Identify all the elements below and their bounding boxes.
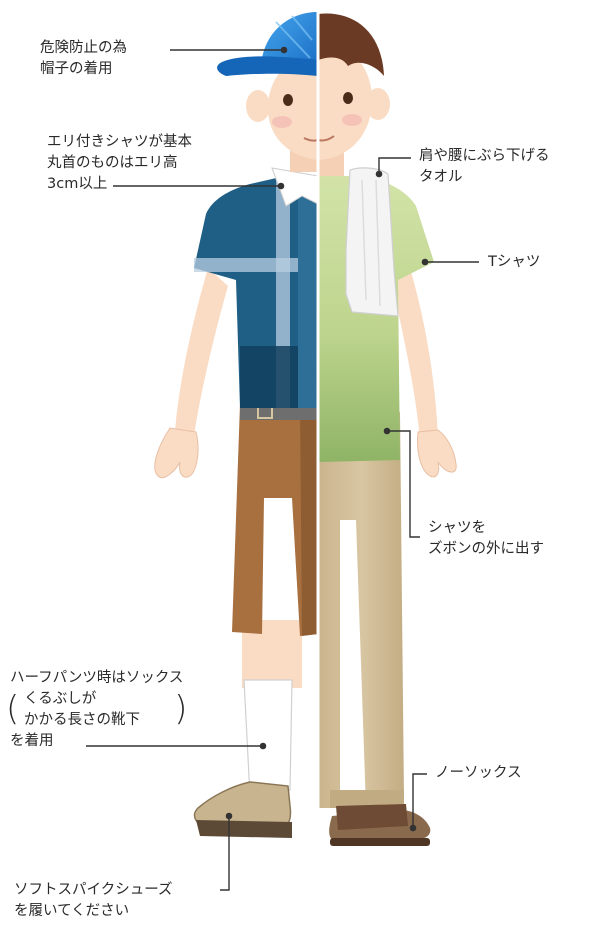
callout-collar: エリ付きシャツが基本 丸首のものはエリ高 3cm以上: [47, 132, 192, 195]
long-chino-pants: [318, 412, 404, 808]
leader-nosocks: [412, 773, 427, 826]
left-hand: [154, 427, 199, 478]
callout-nosocks-line1: ノーソックス: [435, 765, 522, 781]
hanging-towel: [345, 167, 399, 317]
left-arm: [175, 268, 228, 436]
callout-collar-line1: エリ付きシャツが基本: [47, 134, 192, 150]
callout-halfpants: ハーフパンツ時はソックス ( くるぶしが かかる長さの靴下 ) を着用: [6, 668, 188, 752]
callout-tshirt: Tシャツ: [488, 252, 540, 273]
shoe-sole: [196, 820, 292, 838]
polo-collar: [271, 167, 319, 207]
callout-halfpants-paren-line1: くるぶしが: [24, 691, 97, 707]
right-arm: [392, 268, 438, 440]
callout-untucked: シャツを ズボンの外に出す: [428, 518, 544, 560]
callout-towel-line2: タオル: [419, 169, 463, 185]
callout-shoes: ソフトスパイクシューズ を履いてください: [14, 880, 172, 922]
hair: [318, 13, 384, 76]
callout-halfpants-line1: ハーフパンツ時はソックス: [10, 670, 184, 686]
right-hand: [417, 429, 457, 478]
callout-untucked-line2: ズボンの外に出す: [428, 541, 544, 557]
left-face: [267, 54, 318, 160]
right-figure-improper-attire: [317, 13, 457, 846]
callout-towel-line1: 肩や腰にぶら下げる: [419, 148, 550, 164]
callout-tshirt-line1: Tシャツ: [488, 254, 541, 270]
white-sock: [243, 679, 293, 797]
leader-shoes: [220, 818, 230, 891]
callout-shoes-line1: ソフトスパイクシューズ: [14, 882, 173, 898]
callout-cap-line2: 帽子の着用: [40, 61, 113, 77]
callout-collar-line2: 丸首のものはエリ高: [47, 155, 178, 171]
leader-towel: [378, 157, 411, 172]
leader-lines: [86, 46, 479, 891]
left-figure-proper-attire: [154, 12, 319, 838]
brown-shorts: [232, 404, 318, 636]
callout-cap-line1: 危険防止の為: [40, 40, 127, 56]
callout-nosocks: ノーソックス: [435, 763, 522, 784]
callout-halfpants-line4: を着用: [10, 733, 54, 749]
callout-towel: 肩や腰にぶら下げる タオル: [419, 146, 550, 188]
blue-cap: [262, 12, 318, 70]
callout-cap: 危険防止の為 帽子の着用: [40, 38, 127, 80]
callout-halfpants-paren: ( くるぶしが かかる長さの靴下 ): [6, 689, 188, 729]
leader-untucked: [388, 430, 420, 538]
callout-collar-line3: 3cm以上: [47, 176, 108, 192]
callout-untucked-line1: シャツを: [428, 520, 486, 536]
callout-shoes-line2: を履いてください: [14, 903, 130, 919]
callout-halfpants-paren-line2: かかる長さの靴下: [24, 712, 140, 728]
